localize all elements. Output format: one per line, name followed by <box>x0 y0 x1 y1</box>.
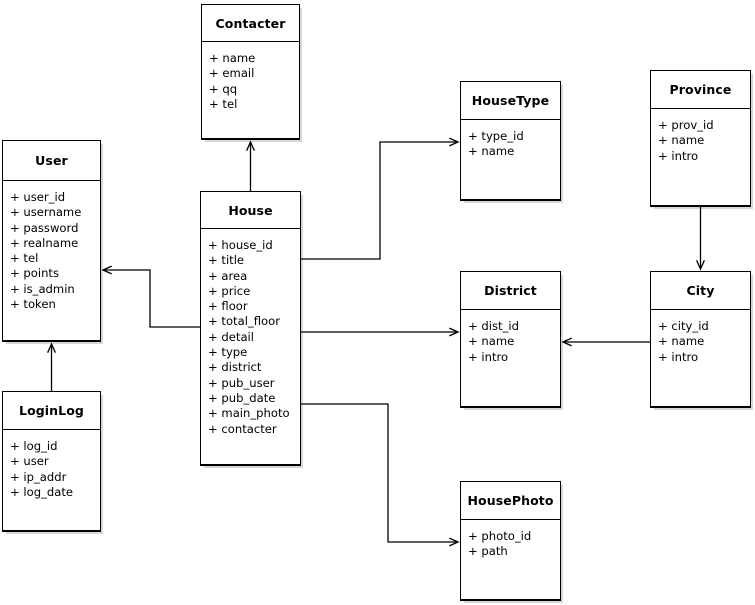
class-attribute: + type_id <box>468 129 524 143</box>
class-attributes-loginlog: + log_id+ user+ ip_addr+ log_date <box>3 430 100 531</box>
class-attribute: + email <box>209 66 255 81</box>
class-attribute: + ip_addr <box>10 469 67 484</box>
class-attribute: + user_id <box>10 190 66 204</box>
edge-line <box>103 269 200 328</box>
relationship-city-to-district[interactable] <box>561 337 650 347</box>
class-box-housetype[interactable]: HouseType + type_id+ name <box>460 81 561 201</box>
class-box-housephoto[interactable]: HousePhoto + photo_id+ path <box>460 481 561 601</box>
class-attribute: + area <box>208 268 248 283</box>
relationship-house-to-contacter[interactable] <box>246 140 255 191</box>
class-attribute: + prov_id <box>658 118 714 132</box>
relationship-house-to-housephoto[interactable] <box>301 403 460 547</box>
relationship-province-to-city[interactable] <box>696 207 705 271</box>
class-box-city[interactable]: City + city_id+ name+ intro <box>650 271 751 408</box>
relationship-loginlog-to-user[interactable] <box>47 342 56 391</box>
arrowhead-open <box>449 327 460 337</box>
class-attribute: + district <box>208 360 262 375</box>
class-title-housetype: HouseType <box>461 82 560 120</box>
class-attribute: + name <box>468 144 515 159</box>
class-attribute: + realname <box>10 235 79 250</box>
class-attributes-contacter: + name+ email+ qq+ tel <box>202 42 299 139</box>
class-attribute: + password <box>10 220 79 235</box>
class-attribute: + price <box>208 283 251 298</box>
arrowhead-open <box>101 265 112 275</box>
relationship-house-to-housetype[interactable] <box>301 137 460 260</box>
relationship-house-to-user[interactable] <box>101 265 200 328</box>
arrowhead-open <box>696 260 705 271</box>
class-attribute: + name <box>658 133 705 148</box>
class-attribute: + photo_id <box>468 529 532 543</box>
class-attributes-user: + user_id+ username+ password+ realname+… <box>3 181 100 341</box>
class-title-house: House <box>201 192 300 229</box>
class-attributes-housetype: + type_id+ name <box>461 120 560 200</box>
class-attribute: + intro <box>658 349 699 364</box>
class-attribute: + name <box>658 334 705 349</box>
class-attributes-city: + city_id+ name+ intro <box>651 310 750 407</box>
class-title-contacter: Contacter <box>202 5 299 42</box>
edge-line <box>301 403 458 543</box>
class-box-contacter[interactable]: Contacter + name+ email+ qq+ tel <box>201 4 300 140</box>
arrowhead-open <box>47 342 56 353</box>
class-attribute: + log_id <box>10 439 58 453</box>
class-title-housephoto: HousePhoto <box>461 482 560 520</box>
class-attribute: + detail <box>208 329 254 344</box>
class-attribute: + is_admin <box>10 281 75 296</box>
class-title-district: District <box>461 272 560 310</box>
edge-line <box>301 141 458 260</box>
class-attribute: + contacter <box>208 421 277 436</box>
class-attributes-district: + dist_id+ name+ intro <box>461 310 560 407</box>
class-attribute: + main_photo <box>208 406 290 421</box>
class-attribute: + tel <box>209 96 238 111</box>
class-attribute: + name <box>209 51 256 65</box>
class-attribute: + floor <box>208 299 248 314</box>
class-attribute: + house_id <box>208 238 273 252</box>
class-attribute: + total_floor <box>208 314 280 329</box>
class-title-loginlog: LoginLog <box>3 392 100 430</box>
class-attribute: + type <box>208 345 248 360</box>
class-box-user[interactable]: User + user_id+ username+ password+ real… <box>2 140 101 342</box>
class-attribute: + intro <box>468 349 509 364</box>
relationship-house-to-district[interactable] <box>301 327 460 337</box>
class-title-province: Province <box>651 71 750 109</box>
arrowhead-open <box>449 137 460 147</box>
class-attributes-housephoto: + photo_id+ path <box>461 520 560 600</box>
arrowhead-open <box>561 337 572 347</box>
class-box-district[interactable]: District + dist_id+ name+ intro <box>460 271 561 408</box>
class-attribute: + title <box>208 253 245 268</box>
class-attribute: + path <box>468 544 508 559</box>
class-title-user: User <box>3 141 100 181</box>
class-box-house[interactable]: House + house_id+ title+ area+ price+ fl… <box>200 191 301 466</box>
class-box-province[interactable]: Province + prov_id+ name+ intro <box>650 70 751 207</box>
class-attribute: + points <box>10 266 60 281</box>
class-attributes-province: + prov_id+ name+ intro <box>651 109 750 206</box>
class-attribute: + qq <box>209 81 238 96</box>
arrowhead-open <box>449 537 460 547</box>
class-title-city: City <box>651 272 750 310</box>
class-attribute: + tel <box>10 251 39 266</box>
class-attribute: + pub_user <box>208 375 275 390</box>
class-attribute: + intro <box>658 148 699 163</box>
class-attribute: + token <box>10 297 56 312</box>
class-attributes-house: + house_id+ title+ area+ price+ floor+ t… <box>201 229 300 465</box>
class-attribute: + pub_date <box>208 390 276 405</box>
arrowhead-open <box>246 140 255 151</box>
class-attribute: + user <box>10 454 49 469</box>
class-attribute: + log_date <box>10 484 74 499</box>
class-attribute: + dist_id <box>468 319 519 333</box>
class-attribute: + username <box>10 205 82 220</box>
class-attribute: + city_id <box>658 319 709 333</box>
class-box-loginlog[interactable]: LoginLog + log_id+ user+ ip_addr+ log_da… <box>2 391 101 532</box>
class-attribute: + name <box>468 334 515 349</box>
